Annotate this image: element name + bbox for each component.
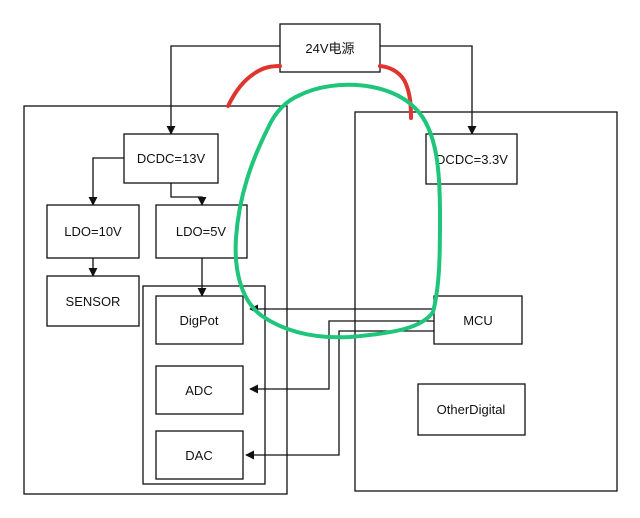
sensor-box bbox=[46, 275, 140, 327]
node-dcdc13: DCDC=13V bbox=[123, 133, 219, 184]
analog-board-container bbox=[23, 105, 288, 495]
dcdc33-box bbox=[425, 133, 518, 185]
mcu-label: MCU bbox=[463, 313, 493, 328]
edge-dcdc13-to-ldo10 bbox=[88, 157, 124, 206]
other-digital-label: OtherDigital bbox=[437, 402, 506, 417]
node-dcdc33: DCDC=3.3V bbox=[425, 133, 518, 185]
node-dac: DAC bbox=[155, 430, 244, 480]
node-digpot: DigPot bbox=[155, 295, 244, 345]
other-digital-box bbox=[417, 383, 526, 436]
digpot-box bbox=[155, 295, 244, 345]
node-other-digital: OtherDigital bbox=[417, 383, 526, 436]
power-label: 24V电源 bbox=[305, 41, 354, 56]
dcdc13-box bbox=[123, 133, 219, 184]
node-ldo10: LDO=10V bbox=[46, 204, 140, 259]
red-highlight-right bbox=[378, 64, 413, 120]
dcdc33-label: DCDC=3.3V bbox=[436, 152, 508, 167]
edge-power-to-dcdc33 bbox=[380, 45, 477, 135]
mcu-box bbox=[433, 295, 523, 345]
node-power: 24V电源 bbox=[279, 23, 381, 73]
digital-board-container bbox=[354, 111, 618, 492]
adc-label: ADC bbox=[185, 383, 212, 398]
red-highlight-left bbox=[226, 64, 282, 108]
node-ldo5: LDO=5V bbox=[155, 204, 248, 259]
power-box bbox=[279, 23, 381, 73]
ldo5-label: LDO=5V bbox=[176, 224, 227, 239]
node-sensor: SENSOR bbox=[46, 275, 140, 327]
dcdc13-label: DCDC=13V bbox=[137, 151, 206, 166]
ldo5-box bbox=[155, 204, 248, 259]
node-mcu: MCU bbox=[433, 295, 523, 345]
ldo10-box bbox=[46, 204, 140, 259]
edge-dcdc13-to-ldo5 bbox=[170, 183, 207, 206]
peripheral-group-container bbox=[142, 285, 266, 485]
edge-power-to-dcdc13 bbox=[166, 45, 280, 135]
green-highlight-loop bbox=[233, 82, 442, 340]
edge-mcu-to-adc bbox=[249, 320, 434, 394]
digpot-label: DigPot bbox=[179, 313, 218, 328]
sensor-label: SENSOR bbox=[66, 294, 121, 309]
dac-label: DAC bbox=[185, 448, 212, 463]
node-adc: ADC bbox=[155, 365, 244, 415]
dac-box bbox=[155, 430, 244, 480]
adc-box bbox=[155, 365, 244, 415]
ldo10-label: LDO=10V bbox=[64, 224, 122, 239]
edge-mcu-to-dac bbox=[245, 330, 434, 460]
